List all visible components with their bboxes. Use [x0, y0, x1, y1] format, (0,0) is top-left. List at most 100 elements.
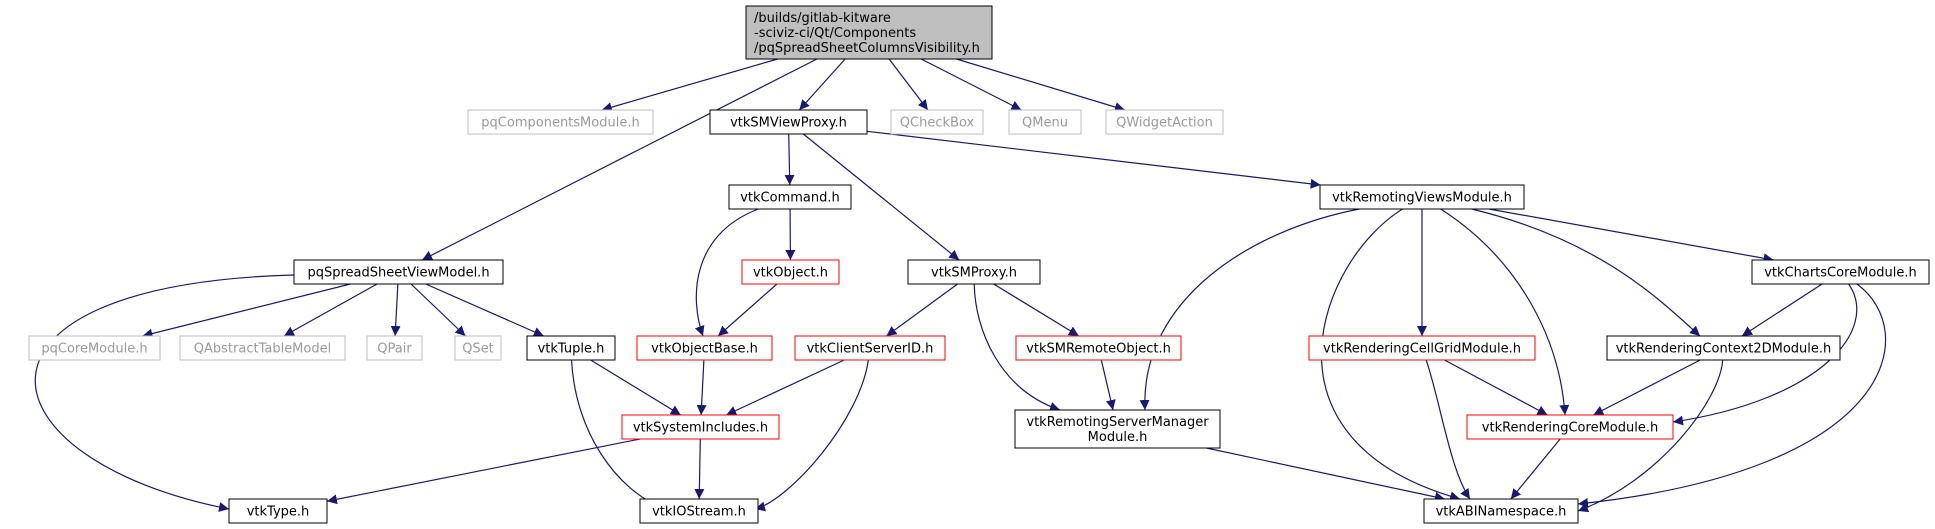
node-root[interactable]: /builds/gitlab-kitware-sciviz-ci/Qt/Comp…	[745, 5, 993, 60]
node-box[interactable]	[728, 184, 852, 210]
node-label: vtkClientServerID.h	[807, 342, 934, 357]
edge-pqSpreadSheetViewModel-to-QAbstractTableModel	[283, 283, 378, 337]
edge-vtkClientServerID-to-vtkIOStream	[754, 359, 869, 512]
node-vtkCommand[interactable]: vtkCommand.h	[728, 184, 852, 210]
node-pqComponentsModule[interactable]: pqComponentsModule.h	[467, 109, 654, 135]
node-box[interactable]	[366, 335, 423, 361]
node-box[interactable]	[526, 335, 616, 361]
node-label: vtkRemotingServerManager	[1026, 415, 1209, 430]
node-box[interactable]	[1751, 259, 1930, 285]
node-vtkRemotingViewsModule[interactable]: vtkRemotingViewsModule.h	[1319, 184, 1525, 210]
node-QMenu[interactable]: QMenu	[1008, 109, 1082, 135]
edge-vtkRemotingViewsModule-to-vtkRenderingContext2DModule	[1471, 208, 1701, 337]
node-label: vtkSMProxy.h	[931, 266, 1017, 281]
node-QAbstractTableModel[interactable]: QAbstractTableModel	[179, 335, 346, 361]
node-QPair[interactable]: QPair	[366, 335, 423, 361]
node-vtkRenderingContext2DModule[interactable]: vtkRenderingContext2DModule.h	[1606, 335, 1841, 361]
node-label: pqSpreadSheetViewModel.h	[307, 266, 489, 281]
node-box[interactable]	[907, 259, 1041, 285]
node-vtkObjectBase[interactable]: vtkObjectBase.h	[636, 335, 773, 361]
edge-vtkRemotingViewsModule-to-vtkRemotingServerManagerModule	[1139, 208, 1360, 411]
node-vtkType[interactable]: vtkType.h	[228, 498, 328, 524]
node-box[interactable]	[1466, 414, 1674, 440]
node-label: vtkObjectBase.h	[651, 342, 758, 357]
edge-vtkSMProxy-to-vtkClientServerID	[886, 283, 958, 337]
node-box[interactable]	[1015, 335, 1182, 361]
node-box[interactable]	[1319, 184, 1525, 210]
edge-vtkTuple-to-vtkSystemIncludes	[590, 359, 682, 416]
edge-vtkRenderingCellGridModule-to-vtkRenderingCoreModule	[1444, 359, 1548, 416]
node-label: vtkSMViewProxy.h	[730, 116, 847, 131]
node-QWidgetAction[interactable]: QWidgetAction	[1105, 109, 1224, 135]
edge-root-to-pqComponentsModule	[601, 58, 778, 113]
node-label: vtkCommand.h	[740, 191, 840, 206]
node-box[interactable]	[1423, 498, 1579, 524]
edge-vtkObjectBase-to-vtkSystemIncludes	[696, 359, 707, 416]
edge-vtkRemotingViewsModule-to-vtkChartsCoreModule	[1488, 208, 1774, 264]
node-label: pqCoreModule.h	[41, 342, 147, 357]
node-vtkRenderingCoreModule[interactable]: vtkRenderingCoreModule.h	[1466, 414, 1674, 440]
node-label: vtkRemotingViewsModule.h	[1332, 191, 1512, 206]
edge-pqSpreadSheetViewModel-to-QSet	[410, 283, 466, 337]
node-box[interactable]	[467, 109, 654, 135]
node-box[interactable]	[28, 335, 161, 361]
edge-vtkClientServerID-to-vtkSystemIncludes	[725, 359, 845, 416]
node-QCheckBox[interactable]: QCheckBox	[890, 109, 984, 135]
node-box[interactable]	[1105, 109, 1224, 135]
node-box[interactable]	[639, 498, 759, 524]
node-box[interactable]	[794, 335, 946, 361]
edge-root-to-vtkSMViewProxy	[798, 58, 846, 111]
edge-vtkRenderingCoreModule-to-vtkABINamespace	[1510, 438, 1561, 500]
edge-vtkSMProxy-to-vtkRemotingServerManagerModule	[973, 283, 1061, 412]
node-vtkObject[interactable]: vtkObject.h	[741, 259, 840, 285]
edge-vtkSMProxy-to-vtkSMRemoteObject	[993, 283, 1080, 337]
node-vtkChartsCoreModule[interactable]: vtkChartsCoreModule.h	[1751, 259, 1930, 285]
node-vtkIOStream[interactable]: vtkIOStream.h	[639, 498, 759, 524]
node-label: QAbstractTableModel	[194, 342, 331, 357]
node-label: vtkType.h	[247, 505, 310, 520]
node-box[interactable]	[890, 109, 984, 135]
node-label: pqComponentsModule.h	[481, 116, 639, 131]
node-vtkSMProxy[interactable]: vtkSMProxy.h	[907, 259, 1041, 285]
node-QSet[interactable]: QSet	[454, 335, 502, 361]
node-box[interactable]	[621, 414, 780, 440]
node-vtkSMRemoteObject[interactable]: vtkSMRemoteObject.h	[1015, 335, 1182, 361]
node-box[interactable]	[1008, 109, 1082, 135]
node-box[interactable]	[454, 335, 502, 361]
edge-pqSpreadSheetViewModel-to-vtkTuple	[425, 283, 545, 337]
edge-vtkRemotingServerManagerModule-to-vtkABINamespace	[1206, 447, 1446, 502]
edge-root-to-QWidgetAction	[956, 58, 1126, 112]
node-vtkRenderingCellGridModule[interactable]: vtkRenderingCellGridModule.h	[1308, 335, 1536, 361]
node-box[interactable]	[709, 109, 868, 135]
edge-pqSpreadSheetViewModel-to-pqCoreModule	[142, 283, 351, 339]
node-label: QPair	[377, 342, 412, 357]
node-vtkTuple[interactable]: vtkTuple.h	[526, 335, 616, 361]
node-box[interactable]	[636, 335, 773, 361]
node-label: vtkIOStream.h	[652, 505, 746, 520]
node-box[interactable]	[1014, 409, 1221, 449]
node-vtkClientServerID[interactable]: vtkClientServerID.h	[794, 335, 946, 361]
node-label: QCheckBox	[900, 116, 975, 131]
node-box[interactable]	[741, 259, 840, 285]
edge-vtkChartsCoreModule-to-vtkABINamespace	[1577, 283, 1887, 508]
node-label: vtkSystemIncludes.h	[633, 421, 768, 436]
node-box[interactable]	[293, 259, 504, 285]
node-box[interactable]	[745, 5, 993, 60]
edge-vtkRemotingViewsModule-to-vtkRenderingCoreModule	[1440, 208, 1570, 416]
node-box[interactable]	[1606, 335, 1841, 361]
node-vtkABINamespace[interactable]: vtkABINamespace.h	[1423, 498, 1579, 524]
node-pqCoreModule[interactable]: pqCoreModule.h	[28, 335, 161, 361]
node-box[interactable]	[1308, 335, 1536, 361]
node-box[interactable]	[228, 498, 328, 524]
edge-vtkSystemIncludes-to-vtkIOStream	[694, 438, 705, 500]
node-vtkSMViewProxy[interactable]: vtkSMViewProxy.h	[709, 109, 868, 135]
edge-pqSpreadSheetViewModel-to-QPair	[390, 283, 401, 337]
node-pqSpreadSheetViewModel[interactable]: pqSpreadSheetViewModel.h	[293, 259, 504, 285]
edge-vtkObject-to-vtkObjectBase	[717, 283, 778, 337]
nodes-layer: /builds/gitlab-kitware-sciviz-ci/Qt/Comp…	[28, 5, 1930, 524]
node-vtkSystemIncludes[interactable]: vtkSystemIncludes.h	[621, 414, 780, 440]
edge-vtkSMViewProxy-to-vtkCommand	[784, 133, 795, 186]
node-box[interactable]	[179, 335, 346, 361]
